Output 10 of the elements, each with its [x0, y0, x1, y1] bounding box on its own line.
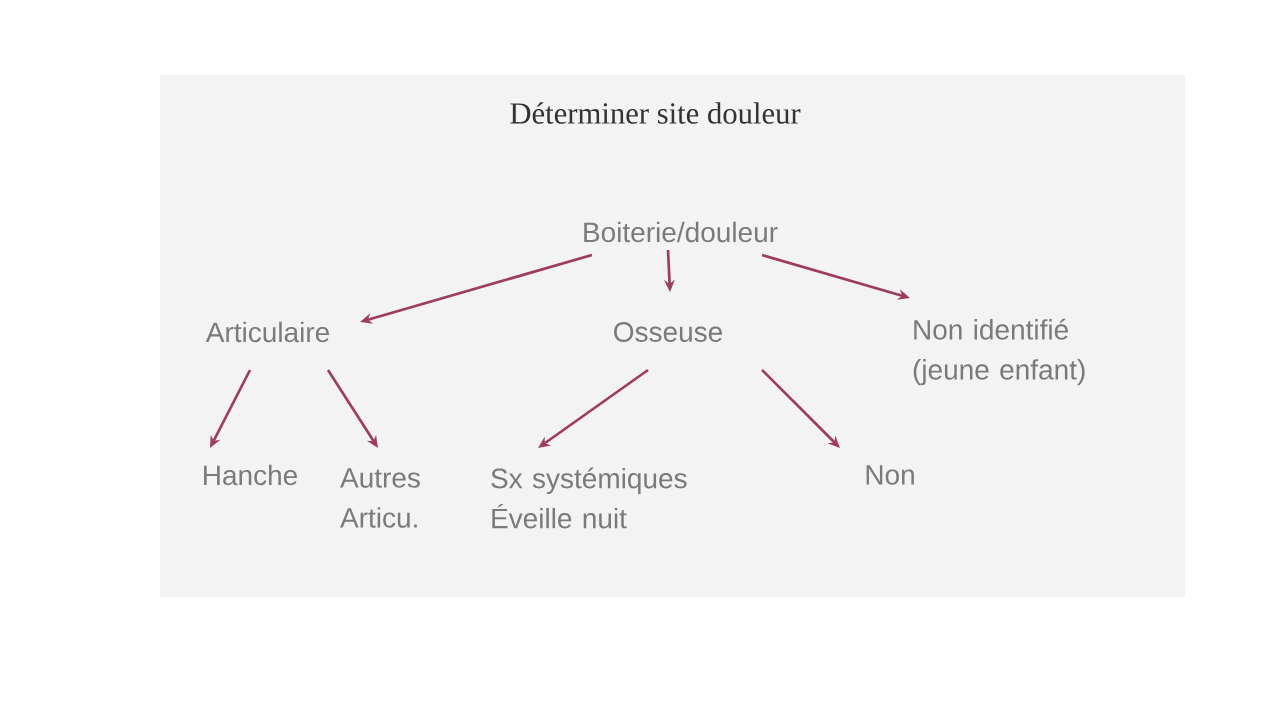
- node-label: Hanche: [204, 464, 297, 486]
- node-label: Articulaire: [205, 321, 329, 343]
- node-label: Non: [866, 465, 914, 485]
- node-label: Osseuse: [614, 322, 722, 342]
- node-label: Sx systémiques Éveille nuit: [491, 467, 687, 529]
- node-label: Boiterie/douleur: [584, 221, 778, 243]
- node-label: Non identifié (jeune enfant): [913, 318, 1085, 386]
- arrow: [761, 369, 840, 448]
- node-label: Autres Articu.: [340, 468, 420, 528]
- title: Déterminer site douleur: [510, 102, 801, 124]
